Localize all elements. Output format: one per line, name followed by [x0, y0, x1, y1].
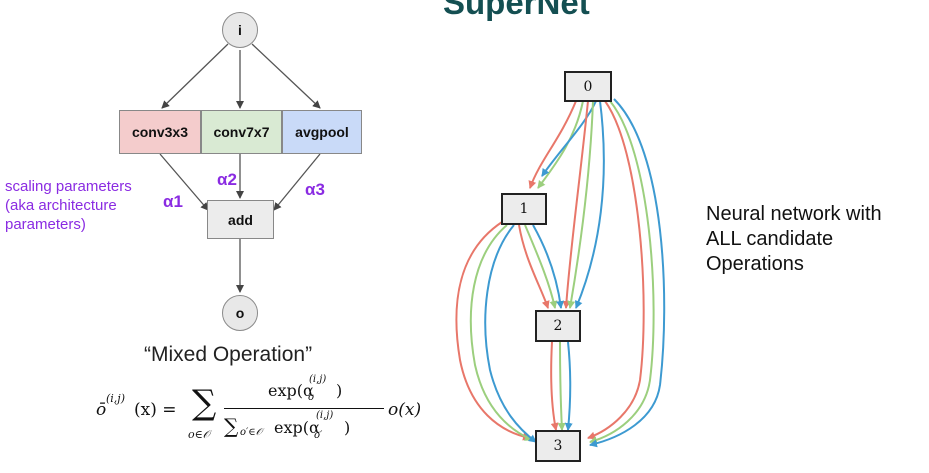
formula-den-ssub: o′ [314, 430, 323, 441]
edge-1-2-red [518, 224, 550, 309]
edge-2-3-red [550, 341, 559, 431]
output-node: o [222, 295, 258, 331]
formula-num-exp: exp(α [268, 381, 314, 400]
supernet-node-0: 0 [564, 71, 612, 102]
formula-sum: ∑ [192, 383, 217, 423]
formula-fraction-bar [224, 408, 384, 409]
formula-tail: o(x) [388, 400, 422, 420]
formula-num-sup: (i,j) [309, 374, 327, 385]
formula-den-exp: exp(α [274, 418, 320, 437]
edge-0-1-red [528, 100, 577, 189]
supernet-description: Neural network with ALL candidate Operat… [706, 202, 882, 277]
description-line-1: Neural network with [706, 203, 882, 225]
edge-0-3-red [587, 100, 645, 440]
edge-conv3x3-add [159, 153, 209, 211]
edge-0-3-blue [589, 98, 666, 448]
description-line-2: ALL candidate [706, 228, 834, 250]
op-conv7x7: conv7x7 [201, 110, 282, 154]
mixed-operation-caption: “Mixed Operation” [144, 343, 313, 366]
edge-1-2-blue [532, 224, 565, 309]
formula-num-sub: o [308, 392, 315, 403]
edge-i-conv3x3 [161, 43, 229, 109]
alpha-2-label: α2 [217, 170, 237, 189]
supernet-node-2: 2 [535, 310, 581, 342]
edge-0-2-blue [574, 100, 605, 309]
mixed-op-formula: ō (i,j) (x) = ∑ o∈𝒪 exp(α o (i,j) ) ∑ o′… [96, 374, 436, 458]
edge-0-2-green [567, 100, 594, 309]
op-conv3x3: conv3x3 [119, 110, 201, 154]
alpha-3-label: α3 [305, 180, 325, 199]
edge-2-3-green [557, 341, 566, 431]
scaling-parameters-note: scaling parameters (aka architecture par… [5, 177, 132, 234]
supernet-node-3: 3 [535, 430, 581, 462]
edge-1-3-green [469, 224, 533, 441]
description-line-3: Operations [706, 253, 804, 275]
formula-den-close: ) [344, 418, 351, 437]
edge-0-3-green [589, 100, 655, 444]
formula-den-sub: o′∈𝒪 [240, 427, 262, 438]
edge-i-avgpool [251, 43, 321, 109]
alpha-1-label: α1 [163, 192, 183, 211]
edge-0-1-blue [541, 100, 597, 177]
edge-avgpool-add [273, 153, 321, 211]
edge-1-2-green [524, 224, 558, 309]
formula-arg: (x) = [134, 400, 177, 420]
edge-2-3-blue [564, 341, 573, 431]
edge-0-1-green [537, 100, 584, 189]
page-title: SuperNet [443, 0, 590, 21]
edge-1-3-red [455, 221, 531, 441]
formula-den-sum: ∑ [224, 414, 239, 438]
edge-0-2-red [562, 100, 589, 309]
formula-num-close: ) [336, 381, 343, 400]
op-avgpool: avgpool [282, 110, 362, 154]
scaling-note-line-1: scaling parameters [5, 178, 132, 195]
supernet-node-1: 1 [501, 193, 547, 225]
formula-lhs: ō [96, 400, 107, 420]
input-node: i [222, 12, 258, 48]
add-node: add [207, 200, 274, 239]
formula-sum-sub: o∈𝒪 [188, 428, 210, 441]
scaling-note-line-3: parameters) [5, 216, 86, 233]
scaling-note-line-2: (aka architecture [5, 197, 117, 214]
formula-lhs-sup: (i,j) [106, 392, 126, 405]
formula-den-sup: (i,j) [316, 410, 334, 421]
edge-1-3-blue [484, 224, 537, 443]
